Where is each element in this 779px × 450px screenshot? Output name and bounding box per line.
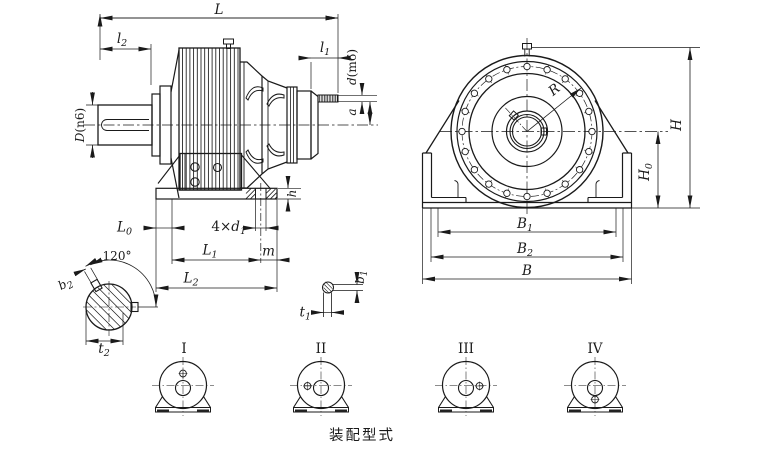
housing-taper: [170, 49, 180, 199]
dim-label-120: 120°: [103, 249, 132, 263]
gusset-ribs: [157, 154, 271, 189]
front-view: R H0 H B1 B2 B: [421, 38, 700, 284]
dim-R-line: [526, 87, 582, 132]
dim-label-4xd1: 4×d1: [211, 219, 246, 237]
output-shaft-section: b2 120° t2: [56, 249, 159, 359]
base-extension-lines: [155, 199, 278, 292]
figure-caption: 装配型式: [329, 427, 395, 444]
dim-label-L2: L2: [182, 271, 198, 289]
dim-H-H0: [532, 47, 700, 209]
top-center-bolt: [522, 43, 532, 57]
flange-disc-2: [159, 85, 172, 165]
dim-label-b2: b2: [56, 274, 76, 295]
assembly-variant-3: III: [435, 341, 497, 416]
dim-label-L0: L0: [116, 220, 132, 238]
input-key-section: b1 t1: [300, 270, 370, 322]
dim-D: [86, 92, 98, 158]
mounting-base: [155, 187, 278, 200]
dim-label-L1: L1: [201, 243, 217, 261]
variant-3-numeral: III: [458, 341, 474, 357]
dim-label-B: B: [521, 263, 532, 279]
pedestal: [421, 100, 633, 209]
dim-120-arc: [85, 257, 159, 308]
dim-label-d: d(m6): [345, 49, 359, 85]
dim-label-B1: B1: [516, 216, 533, 234]
top-bolt-head: [223, 38, 234, 45]
dim-h: [278, 175, 301, 212]
dim-label-H: H: [669, 119, 685, 132]
dim-label-l1: l1: [320, 40, 330, 58]
dim-L: [100, 14, 338, 93]
variant-1-numeral: I: [181, 341, 186, 357]
dim-label-R: R: [545, 80, 564, 99]
dim-label-a: a: [345, 108, 359, 115]
front-centerlines: [440, 38, 668, 216]
variant-2-numeral: II: [316, 341, 327, 357]
dim-label-m: m: [262, 244, 275, 260]
assembly-variant-4: IV: [564, 341, 626, 416]
dim-label-b1: b1: [353, 270, 370, 284]
front-bracket: [179, 152, 243, 191]
dim-label-B2: B2: [516, 241, 533, 259]
dim-label-D: D(n6): [73, 108, 87, 143]
dim-label-t1: t1: [300, 305, 311, 323]
input-shaft: [317, 94, 377, 103]
variant-4-numeral: IV: [587, 341, 602, 357]
dim-label-l2: l2: [117, 31, 127, 49]
assembly-variant-2: II: [290, 341, 352, 416]
base-section-hatch: [245, 188, 278, 200]
motor-fin-block: [178, 38, 241, 191]
dim-B-group: [422, 208, 632, 284]
bore-keyway: [508, 110, 520, 121]
dim-l1: [298, 55, 351, 89]
dim-label-L: L: [214, 2, 224, 18]
keyway-centerline: [504, 107, 528, 132]
dim-t2: [85, 311, 124, 345]
dim-label-t2: t2: [98, 341, 109, 359]
dim-label-h: h: [285, 190, 299, 198]
top-bolt-stem: [226, 43, 231, 49]
assembly-variants: I II III IV: [152, 341, 626, 444]
assembly-variant-1: I: [152, 341, 214, 416]
dim-label-H0: H0: [637, 163, 655, 182]
bore-key-right: [540, 127, 547, 136]
left-side-view: L l2 l1 D(n6) d(m6) a h L0: [73, 2, 378, 292]
